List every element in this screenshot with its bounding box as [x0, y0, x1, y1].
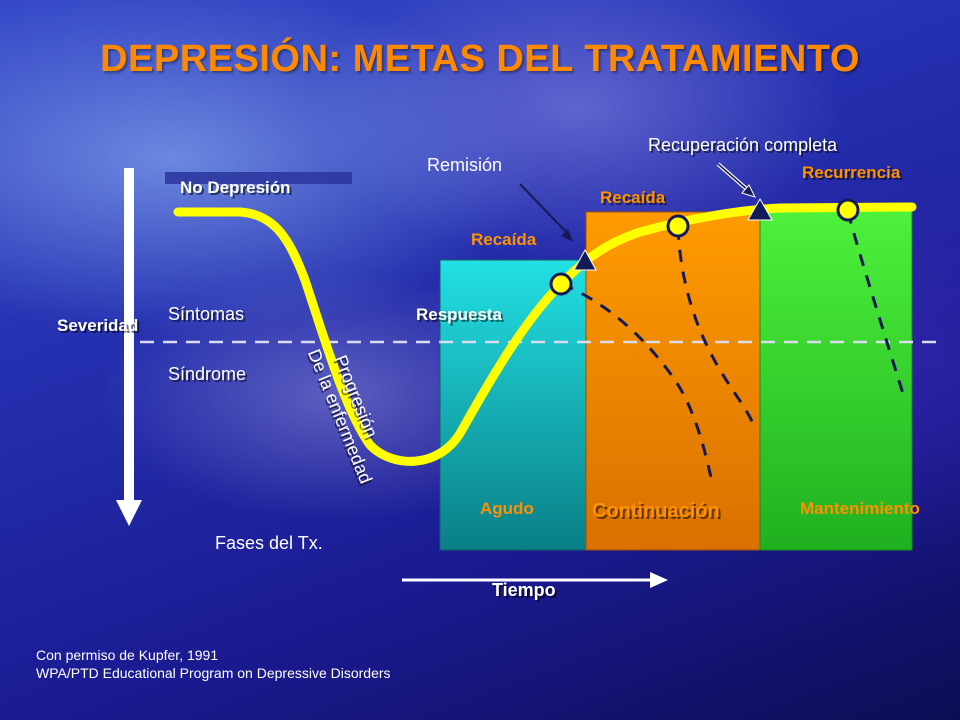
no-depression-label: No Depresión	[180, 178, 291, 197]
phase-label-continuacion: Continuación	[592, 500, 720, 522]
recovery-pointer	[716, 162, 756, 198]
credit-line-2: WPA/PTD Educational Program on Depressiv…	[36, 665, 391, 681]
time-arrow	[402, 572, 668, 588]
relapse-dashed-curve-1	[561, 282, 714, 483]
time-label: Tiempo	[492, 580, 556, 600]
recurrence-marker	[836, 198, 860, 222]
response-label: Respuesta	[416, 305, 502, 324]
remission-label: Remisión	[427, 155, 503, 175]
illness-course-curve	[173, 202, 917, 466]
remission-marker	[573, 248, 597, 271]
credit-line-1: Con permiso de Kupfer, 1991	[36, 647, 219, 663]
response-marker	[549, 272, 573, 296]
phase-panel-mantenimiento	[759, 206, 913, 551]
remission-pointer	[519, 183, 573, 242]
phase-label-agudo: Agudo	[480, 499, 534, 518]
relapse-label-left: Recaída	[471, 230, 537, 249]
baseline-band	[165, 172, 352, 184]
treatment-phases-label: Fases del Tx.	[215, 533, 323, 553]
recovery-marker	[747, 197, 773, 221]
severity-label: Severidad	[57, 316, 139, 335]
full-recovery-label: Recuperación completa	[648, 135, 838, 155]
slide-title: DEPRESIÓN: METAS DEL TRATAMIENTO	[100, 38, 860, 80]
severity-arrow	[116, 168, 142, 526]
phase-label-mantenimiento: Mantenimiento	[800, 499, 920, 518]
relapse-marker	[666, 214, 690, 238]
syndrome-label: Síndrome	[168, 364, 247, 384]
phase-panel-agudo	[439, 259, 587, 551]
recurrence-label: Recurrencia	[802, 163, 901, 182]
relapse-dashed-curve-2	[676, 227, 758, 431]
relapse-label-top: Recaída	[600, 188, 666, 207]
symptoms-label: Síntomas	[168, 304, 245, 324]
phase-panel-continuacion	[585, 211, 761, 551]
